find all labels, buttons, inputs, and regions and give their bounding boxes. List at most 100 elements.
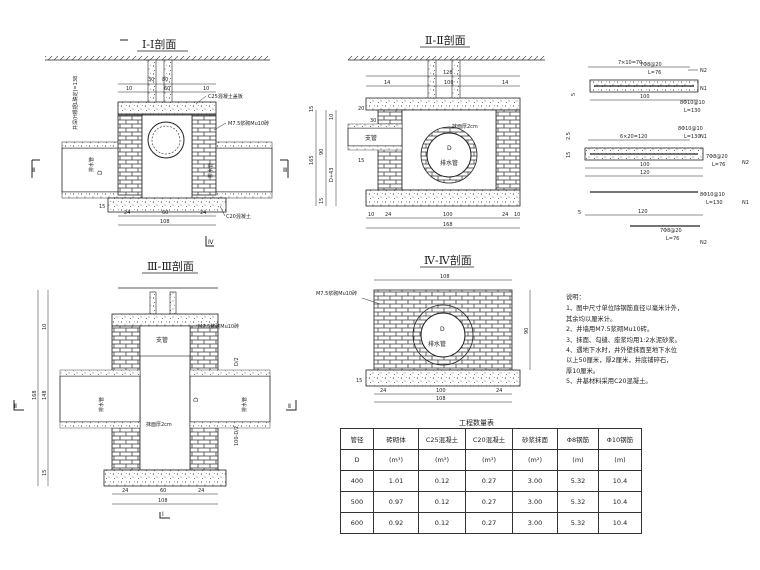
dim-s1-bot-0: 24: [124, 210, 130, 216]
table-cell: 0.27: [465, 512, 513, 534]
table-unit-cell: (m): [557, 449, 599, 471]
table-cell: 3.00: [512, 470, 558, 492]
table-header-cell: 砂浆抹面: [512, 428, 558, 450]
dim-s1-bot-3: 108: [160, 219, 170, 225]
section-1-1: Ⅰ-Ⅰ剖面 C25混凝土盖板 M7.5浆砌Mu10砖 C20混凝土 排水管 排水…: [31, 37, 289, 247]
dim-s2-left-3: 165: [309, 155, 315, 165]
table-cell: 0.12: [418, 512, 466, 534]
table-cell: 10.4: [598, 512, 642, 534]
dim-s2-mid-2: 15: [358, 158, 364, 164]
note-item: 2、井墙用M7.5浆砌Mu10砖。: [566, 326, 654, 334]
table-unit-cell: (m²): [512, 449, 558, 471]
table-unit-row: D (m³) (m³) (m³) (m²) (m) (m): [340, 449, 642, 471]
section-2-2: Ⅱ-Ⅱ剖面 支管 排水管 D 抹面厚2cm 128 14 100 14: [309, 33, 545, 229]
dim-s2-left-5: 15: [319, 198, 325, 204]
dim-s4-bot-3: 108: [436, 396, 446, 402]
dim-s2-bot-0: 10: [368, 212, 374, 218]
dim-s4-bot-2: 24: [496, 388, 502, 394]
section-3-3: Ⅲ-Ⅲ剖面 支管 排水管 排水管 抹面厚2cm M7.5浆砌Mu10砖 10 1…: [13, 259, 297, 519]
table-unit-cell: D: [340, 449, 374, 471]
section-3-title: Ⅲ-Ⅲ剖面: [147, 259, 194, 273]
rebar-dim-5-b: 5: [578, 210, 581, 216]
marker-3-left: Ⅲ: [31, 167, 35, 174]
rebar-n2-mid: 7Φ8@20: [706, 154, 728, 160]
plaster-label-2: 抹面厚2cm: [452, 123, 478, 130]
branch-label-3: 支管: [156, 336, 168, 344]
note-item: 其余均以厘米计。: [566, 315, 617, 323]
table-cell: 1.01: [373, 470, 419, 492]
table-header-cell: 管径: [340, 428, 374, 450]
m75-brick-label-1: M7.5浆砌Mu10砖: [228, 120, 269, 127]
marker-4-bottom: Ⅳ: [208, 239, 214, 246]
branch-label-2: 支管: [365, 134, 377, 142]
dim-s2-left-0: 15: [309, 106, 315, 112]
m75-brick-label-3: M7.5浆砌Mu10砖: [198, 323, 239, 330]
dim-s2-top-3: 14: [502, 80, 508, 86]
rebar-n2-len: L=76: [648, 70, 661, 76]
rebar-dim-120-a: 120: [640, 170, 650, 176]
rebar-dim-15: 15: [566, 152, 572, 158]
table-cell: 0.92: [373, 512, 419, 534]
marker-2-right: Ⅱ: [288, 403, 291, 410]
dim-s3-left-3: 15: [42, 470, 48, 476]
rebar-n1-c: 8Φ10@10: [700, 192, 725, 198]
rebar-n1-tag-1: N1: [700, 86, 707, 92]
table-cell: 0.97: [373, 491, 419, 513]
table-header-cell: 砖砌体: [373, 428, 419, 450]
dim-s2-mid-1: 30: [370, 118, 376, 124]
marker-2-left: Ⅱ: [14, 403, 17, 410]
note-item: 1、图中尺寸单位除钢筋直径以毫米计外，: [566, 305, 684, 313]
rebar-n1-b: 8Φ10@10: [678, 126, 703, 132]
dim-s3-bot-2: 24: [198, 488, 204, 494]
table-cell: 600: [340, 512, 374, 534]
table-header-cell: C20混凝土: [465, 428, 513, 450]
dim-s3-left-1: 168: [32, 390, 38, 400]
notes-heading: 说明：: [566, 294, 585, 301]
marker-1-bottom: Ⅰ: [162, 511, 164, 518]
dim-s2-top-2: 100: [444, 80, 454, 86]
table-cell: 0.12: [418, 470, 466, 492]
table-cell: 3.00: [512, 512, 558, 534]
dim-s2-bot-4: 10: [514, 212, 520, 218]
section-1-title: Ⅰ-Ⅰ剖面: [142, 37, 176, 51]
dim-s2-bot-2: 100: [443, 212, 453, 218]
notes-block: 说明： 1、图中尺寸单位除钢筋直径以毫米计外， 其余均以厘米计。 2、井墙用M7…: [566, 293, 756, 388]
dim-s2-left-1: 10: [329, 114, 335, 120]
table-cell: 5.32: [557, 491, 599, 513]
drain-label-3a: 排水管: [98, 397, 105, 412]
c20-base-label-1: C20混凝土: [226, 213, 251, 220]
table-cell: 10.4: [598, 491, 642, 513]
dim-s2-bot-1: 24: [385, 212, 391, 218]
rebar-n1-tag-2: N1: [700, 134, 707, 140]
dim-s3-left-2: 148: [42, 390, 48, 400]
drain-label-1a: 排水管: [88, 157, 95, 172]
drain-label-2: 排水管: [440, 159, 458, 167]
table-cell: 0.27: [465, 470, 513, 492]
dim-s3-bot-3: 108: [158, 498, 168, 504]
table-unit-cell: (m³): [418, 449, 466, 471]
dim-s3-right-0: D/2: [234, 357, 240, 366]
note-item: 厚10厘米。: [566, 367, 600, 375]
section-4-title: Ⅳ-Ⅳ剖面: [424, 253, 472, 267]
rebar-n1-a-len: L=130: [684, 108, 701, 114]
table-cell: 0.12: [418, 491, 466, 513]
dim-s2-left-2: 90: [319, 149, 325, 155]
dim-s2-bot-3: 24: [502, 212, 508, 218]
section-2-title: Ⅱ-Ⅱ剖面: [425, 33, 466, 47]
table-cell: 5.32: [557, 512, 599, 534]
rebar-details: 7Φ8@20 L=76 N2 7×10=70 N1 8Φ10@10 L=130 …: [566, 60, 749, 246]
dim-s4-top-0: 108: [440, 274, 450, 280]
table-cell: 10.4: [598, 470, 642, 492]
dim-s4-bot-1: 100: [436, 388, 446, 394]
dim-s1-bot-1: 60: [162, 210, 168, 216]
dim-s1-top-3: 60: [164, 86, 170, 92]
dim-s1-top-0: 30: [148, 77, 154, 83]
note-item: 3、抹面、勾缝、座浆均用1:2水泥砂浆。: [566, 336, 681, 344]
note-item: 5、井基材料采用C20混凝土。: [566, 378, 652, 386]
rebar-n1-c-len: L=130: [706, 200, 723, 206]
rebar-spacing-top: 7×10=70: [618, 60, 642, 66]
rebar-dim-25: 2.5: [566, 132, 572, 140]
dim-s3-right-2: D: [193, 397, 200, 402]
dim-s3-left-0: 10: [42, 324, 48, 330]
